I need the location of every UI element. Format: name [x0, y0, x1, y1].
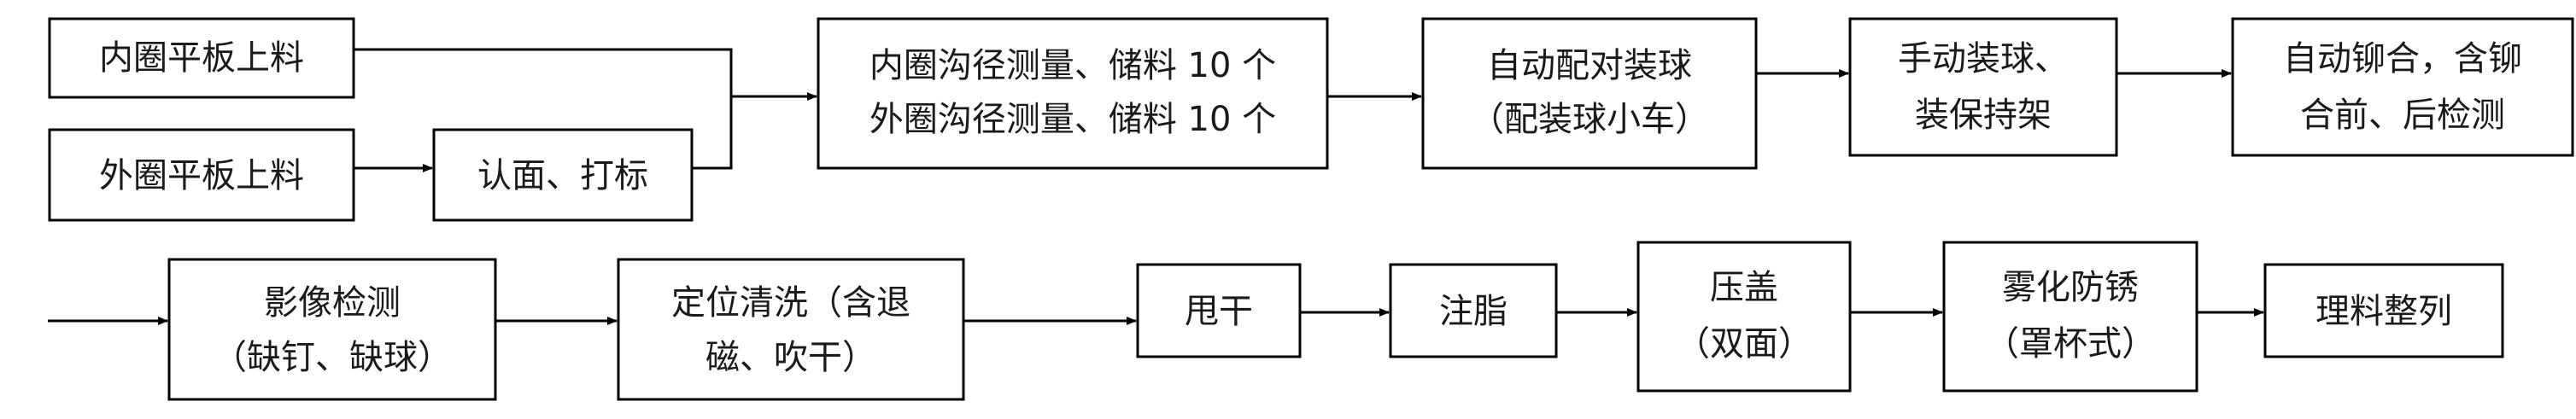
step-groove-measurement-line2: 外圈沟径测量、储料 10 个 — [869, 100, 1276, 139]
connector-marking-to-merge — [692, 96, 733, 170]
step-face-marking-label: 认面、打标 — [477, 156, 648, 195]
step-positioning-cleaning-line1: 定位清洗（含退 — [671, 283, 910, 323]
step-spin-dry-label: 甩干 — [1185, 292, 1253, 331]
step-auto-riveting-line2: 合前、后检测 — [2300, 96, 2505, 135]
step-groove-measurement-line1: 内圈沟径测量、储料 10 个 — [869, 46, 1276, 85]
step-grease-injection: 注脂 — [1389, 263, 1558, 358]
step-auto-riveting-line1: 自动铆合，含铆 — [2283, 39, 2522, 79]
step-positioning-cleaning-line2: 磁、吹干） — [705, 338, 876, 377]
step-auto-pairing-line2: （配装球小车） — [1470, 100, 1709, 139]
step-spin-dry: 甩干 — [1136, 263, 1302, 358]
step-auto-pairing-line1: 自动配对装球 — [1487, 46, 1692, 85]
step-image-inspection: 影像检测 （缺钉、缺球） — [167, 258, 497, 401]
step-sorting: 理料整列 — [2263, 263, 2504, 358]
step-groove-measurement: 内圈沟径测量、储料 10 个 外圈沟径测量、储料 10 个 — [817, 17, 1329, 170]
step-manual-ball-loading-line1: 手动装球、 — [1898, 39, 2069, 79]
step-anti-rust: 雾化防锈 （罩杯式） — [1942, 241, 2198, 393]
step-sorting-label: 理料整列 — [2315, 292, 2452, 331]
step-manual-ball-loading: 手动装球、 装保持架 — [1848, 17, 2118, 157]
step-auto-riveting: 自动铆合，含铆 合前、后检测 — [2231, 17, 2574, 157]
connector-inner-loading-to-merge — [354, 48, 733, 96]
step-auto-pairing: 自动配对装球 （配装球小车） — [1421, 17, 1758, 170]
step-inner-ring-loading: 内圈平板上料 — [48, 17, 355, 99]
step-grease-injection-label: 注脂 — [1439, 292, 1508, 331]
step-outer-ring-loading-label: 外圈平板上料 — [99, 156, 304, 195]
step-capping-line2: （双面） — [1676, 324, 1812, 364]
step-image-inspection-line2: （缺钉、缺球） — [213, 338, 452, 377]
step-inner-ring-loading-label: 内圈平板上料 — [99, 38, 304, 78]
step-outer-ring-loading: 外圈平板上料 — [48, 128, 355, 222]
step-positioning-cleaning: 定位清洗（含退 磁、吹干） — [617, 258, 965, 401]
step-face-marking: 认面、打标 — [432, 128, 694, 222]
step-capping-line1: 压盖 — [1710, 268, 1778, 307]
step-anti-rust-line2: （罩杯式） — [1985, 324, 2156, 364]
step-image-inspection-line1: 影像检测 — [264, 283, 401, 323]
step-anti-rust-line1: 雾化防锈 — [2002, 268, 2139, 307]
step-capping: 压盖 （双面） — [1636, 241, 1852, 393]
step-manual-ball-loading-line2: 装保持架 — [1915, 96, 2052, 135]
